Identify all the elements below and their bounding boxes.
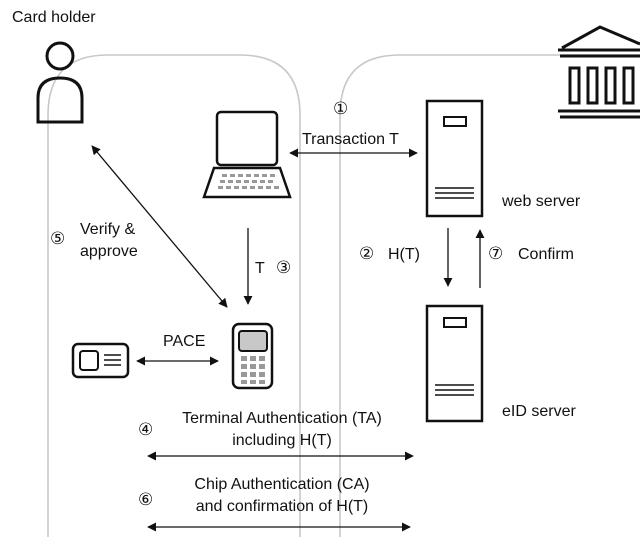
eid-server-label: eID server	[502, 403, 576, 420]
laptop-icon	[202, 110, 292, 199]
ht-label: H(T)	[388, 246, 420, 263]
user-icon	[36, 41, 84, 124]
server-icon	[425, 304, 484, 423]
confirm-label: Confirm	[518, 246, 575, 263]
step-5-badge: ⑤	[50, 229, 66, 249]
step-2-badge: ②	[359, 244, 375, 264]
transaction-label: Transaction T	[302, 131, 399, 148]
verify-approve-label: Verify & approve	[80, 221, 138, 260]
provider-panel	[339, 54, 640, 537]
id-card-icon	[71, 342, 130, 379]
step-1-badge: ①	[333, 99, 349, 119]
user-panel	[47, 54, 301, 537]
step-7-badge: ⑦	[488, 244, 504, 264]
chip-auth-label: Chip Authentication (CA) and confirmatio…	[194, 476, 370, 515]
bank-icon	[558, 25, 640, 119]
server-icon	[425, 99, 484, 218]
t-label: T	[255, 260, 265, 277]
step-6-badge: ⑥	[138, 490, 154, 510]
terminal-auth-label: Terminal Authentication (TA) including H…	[182, 410, 382, 449]
arrow-verify	[91, 145, 228, 308]
step-4-badge: ④	[138, 420, 154, 440]
pace-label: PACE	[163, 333, 206, 350]
card-holder-label: Card holder	[12, 9, 96, 26]
web-server-label: web server	[502, 193, 581, 210]
step-3-badge: ③	[276, 258, 292, 278]
card-reader-icon	[231, 322, 274, 390]
